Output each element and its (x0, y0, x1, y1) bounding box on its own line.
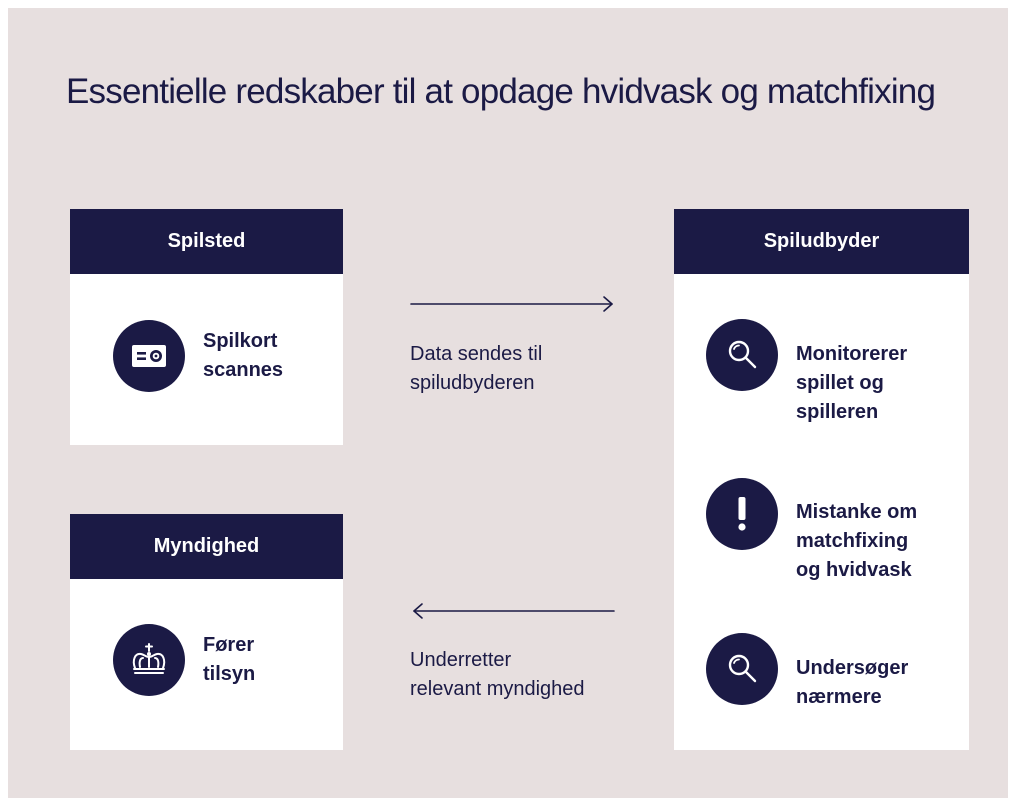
myndighed-item: Fører tilsyn (113, 624, 255, 696)
spiludbyder-item-text: Undersøger nærmere (796, 657, 909, 708)
card-scanner-icon (113, 320, 185, 392)
spilsted-item-text: Spilkort scannes (203, 330, 284, 381)
myndighed-card: Myndighed Fører tils (70, 514, 343, 750)
arrow-right-icon (410, 296, 613, 312)
diagram-title: Essentielle redskaber til at opdage hvid… (66, 72, 936, 111)
spiludbyder-header: Spiludbyder (674, 209, 969, 274)
spiludbyder-card: Spiludbyder Monitorerer spillet og spill… (674, 209, 969, 750)
magnifier-icon (706, 633, 778, 705)
flow-label-data-sent: Data sendes til spiludbyderen (410, 343, 543, 394)
spiludbyder-item-text: Monitorerer spillet og spilleren (796, 343, 908, 423)
flow-label-notify-authority: Underretter relevant myndighed (410, 649, 585, 700)
myndighed-header: Myndighed (70, 514, 343, 579)
spiludbyder-item: Undersøger nærmere (706, 633, 908, 712)
spiludbyder-item: Monitorerer spillet og spilleren (706, 319, 907, 427)
magnifier-icon (706, 319, 778, 391)
spilsted-header: Spilsted (70, 209, 343, 274)
myndighed-item-text: Fører tilsyn (203, 634, 256, 685)
diagram-canvas: Essentielle redskaber til at opdage hvid… (8, 8, 1008, 798)
spilsted-item: Spilkort scannes (113, 320, 283, 392)
spilsted-card: Spilsted Spilkort scannes (70, 209, 343, 445)
spiludbyder-item-text: Mistanke om matchfixing og hvidvask (796, 501, 918, 581)
crown-icon (113, 624, 185, 696)
arrow-left-icon (413, 603, 615, 619)
spiludbyder-item: Mistanke om matchfixing og hvidvask (706, 478, 917, 585)
exclamation-icon (706, 478, 778, 550)
